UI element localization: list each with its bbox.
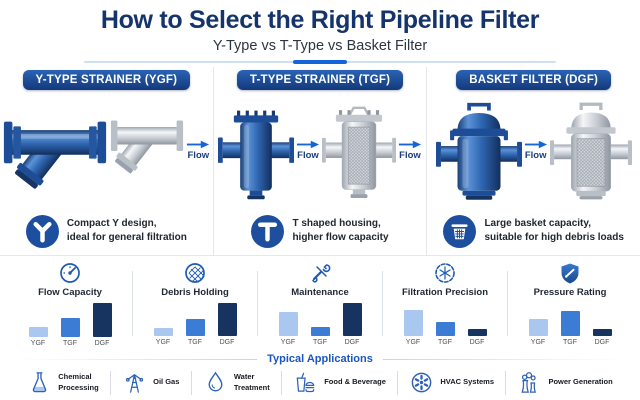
bar-ygf <box>153 327 173 336</box>
bar-tgf <box>60 318 80 338</box>
column-y-type: Y-TYPE STRAINER (YGF) <box>0 67 213 255</box>
app-divider <box>109 370 111 395</box>
basket-filter-blue-image <box>435 102 522 200</box>
snowflake-icon <box>433 261 457 285</box>
t-strainer-cutaway-image <box>322 106 396 198</box>
app-divider <box>397 370 399 395</box>
flow-arrow-icon <box>524 140 547 149</box>
y-strainer-blue-image <box>4 121 107 189</box>
page-subtitle: Y-Type vs T-Type vs Basket Filter <box>212 38 428 54</box>
typical-applications: Typical Applications Chemical Processing <box>0 349 640 395</box>
divider-accent <box>293 60 347 64</box>
app-chemical-processing: Chemical Processing <box>27 370 99 395</box>
chart-divider <box>132 271 133 336</box>
fan-icon <box>412 372 432 393</box>
bar-ygf <box>28 327 48 338</box>
bars-debris-holding <box>153 303 237 336</box>
app-oil-gas: Oil Gas <box>122 370 179 395</box>
app-hvac-systems: HVAC Systems <box>409 370 494 395</box>
app-divider <box>190 370 192 395</box>
y-type-badge: Y-TYPE STRAINER (YGF) <box>22 70 191 90</box>
y-type-description: Compact Y design, ideal for general filt… <box>25 211 187 255</box>
bar-ygf <box>528 318 548 336</box>
app-food-beverage: Food & Beverage <box>293 370 386 395</box>
bar-dgf <box>92 303 112 338</box>
t-strainer-blue-image <box>218 110 294 199</box>
power-plant-icon <box>521 372 537 393</box>
y-type-description-text: Compact Y design, ideal for general filt… <box>66 218 187 243</box>
flow-indicator: Flow <box>186 140 210 161</box>
oil-derrick-icon <box>126 374 144 393</box>
flow-label: Flow <box>297 150 319 161</box>
chart-divider <box>382 271 383 336</box>
chart-divider <box>507 271 508 336</box>
t-type-description: T shaped housing, higher flow capacity <box>251 211 389 255</box>
header: How to Select the Right Pipeline Filter … <box>0 0 640 64</box>
basket-images: Flow <box>427 90 640 211</box>
gauge-icon <box>58 261 82 285</box>
bars-pressure-rating <box>528 303 612 336</box>
bars-maintenance <box>278 303 362 337</box>
flow-arrow-icon <box>398 140 422 149</box>
flow-arrow-icon <box>187 140 210 149</box>
bars-flow-capacity <box>28 303 112 338</box>
app-power-generation: Power Generation <box>517 370 613 395</box>
shield-icon <box>558 261 582 285</box>
bar-tgf <box>560 310 580 336</box>
bar-dgf <box>467 329 487 336</box>
basket-description-text: Large basket capacity, suitable for high… <box>484 218 624 243</box>
y-shape-icon <box>25 214 59 248</box>
app-divider <box>280 370 282 395</box>
title-divider <box>84 60 556 64</box>
wrench-icon <box>308 261 332 285</box>
flow-indicator: Flow <box>524 140 548 161</box>
bar-tgf <box>310 326 330 337</box>
bars-filtration-precision <box>403 303 487 336</box>
t-shape-icon <box>251 214 285 248</box>
flow-label: Flow <box>524 150 547 161</box>
t-type-badge: T-TYPE STRAINER (TGF) <box>236 70 404 90</box>
flow-label: Flow <box>187 150 210 161</box>
basket-filter-badge: BASKET FILTER (DGF) <box>456 70 612 90</box>
bar-dgf <box>217 303 237 336</box>
column-basket: BASKET FILTER (DGF) <box>426 67 640 255</box>
applications-heading: Typical Applications <box>267 353 373 365</box>
basket-description: Large basket capacity, suitable for high… <box>443 211 624 255</box>
flow-arrow-icon <box>296 140 320 149</box>
app-water-treatment: Water Treatment <box>203 370 270 395</box>
basket-filter-cutaway-image <box>549 102 632 199</box>
y-strainer-steel-image <box>111 119 184 173</box>
t-type-description-text: T shaped housing, higher flow capacity <box>292 218 389 243</box>
page-title: How to Select the Right Pipeline Filter <box>100 6 540 34</box>
app-divider <box>505 370 507 395</box>
water-drop-icon <box>208 371 223 392</box>
t-type-images: Flow <box>214 90 427 211</box>
heading-line-left <box>16 358 258 360</box>
bar-dgf <box>592 329 612 336</box>
y-type-images: Flow <box>0 90 213 211</box>
bar-dgf <box>342 303 362 337</box>
bar-ygf <box>278 312 298 337</box>
basket-icon <box>443 214 477 248</box>
bar-ygf <box>403 310 423 336</box>
food-beverage-icon <box>296 372 315 393</box>
column-t-type: T-TYPE STRAINER (TGF) <box>212 67 427 255</box>
flow-label: Flow <box>399 150 421 161</box>
flow-indicator: Flow <box>296 140 320 161</box>
strainer-columns: Y-TYPE STRAINER (YGF) <box>0 67 640 255</box>
bar-tgf <box>185 319 205 336</box>
bar-tgf <box>435 322 455 336</box>
heading-line-right <box>382 358 624 360</box>
flow-indicator: Flow <box>398 140 422 161</box>
flask-icon <box>32 372 47 393</box>
mesh-icon <box>183 261 207 285</box>
chart-divider <box>257 271 258 336</box>
